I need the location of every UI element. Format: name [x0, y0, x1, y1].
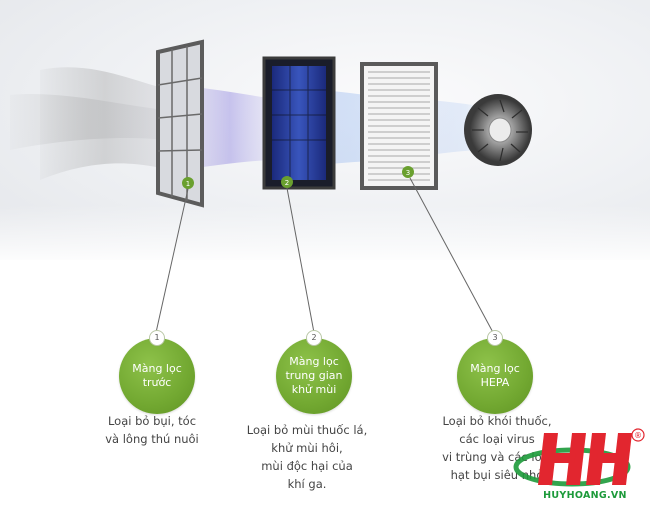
- filter-3-title: Màng lọc HEPA: [470, 362, 520, 389]
- filter-2-title-circle: Màng lọc trung gian khử mùi: [276, 338, 352, 414]
- filter-2-number: 2: [306, 330, 322, 346]
- airflow-illustration: 1 2 3: [10, 39, 532, 208]
- filter-1-number: 1: [149, 330, 165, 346]
- svg-text:®: ®: [634, 431, 642, 440]
- hepa-pleats: [368, 71, 430, 181]
- filter-2-description: Loại bỏ mùi thuốc lá, khử mùi hôi, mùi đ…: [246, 423, 368, 491]
- filter-marker-1: 1: [182, 177, 194, 189]
- filter-1-title-circle: Màng lọc trước: [119, 338, 195, 414]
- violet-air-stream: [180, 85, 280, 170]
- svg-text:2: 2: [285, 179, 289, 187]
- logo-text: HUYHOANG.VN: [543, 490, 627, 501]
- stage-fade: [0, 205, 650, 265]
- svg-text:3: 3: [406, 169, 410, 177]
- callout-line-3: [409, 177, 497, 339]
- dust-stream: [10, 67, 170, 180]
- filter-3-description: Loại bỏ khói thuốc, các loại virus vi tr…: [442, 414, 552, 482]
- filter-2-title: Màng lọc trung gian khử mùi: [285, 355, 343, 396]
- callout-line-2: [286, 187, 316, 339]
- filter-3-title-circle: Màng lọc HEPA: [457, 338, 533, 414]
- filter-1-description: Loại bỏ bụi, tóc và lông thú nuôi: [105, 414, 199, 446]
- fan-icon: [464, 94, 532, 166]
- carbon-filter: [262, 56, 336, 190]
- filter-marker-3: 3: [402, 166, 414, 178]
- filter-3-number: 3: [487, 330, 503, 346]
- filter-1-title: Màng lọc trước: [132, 362, 182, 389]
- huyhoang-logo: ®: [513, 428, 645, 487]
- svg-text:1: 1: [186, 180, 190, 188]
- filter-marker-2: 2: [281, 176, 293, 188]
- callout-line-1: [154, 188, 189, 338]
- hepa-filter: [360, 62, 438, 190]
